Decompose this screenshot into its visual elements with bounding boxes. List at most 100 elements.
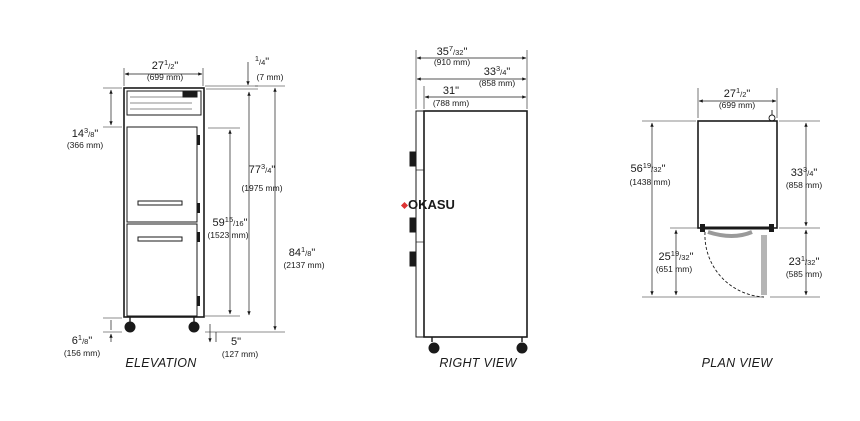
- dim-unit: ": [690, 251, 694, 263]
- dim-elevation-total-height: 841/8" (2137 mm): [283, 245, 324, 270]
- dim-whole: 27: [724, 88, 736, 100]
- dim-unit: ": [463, 46, 467, 58]
- dim-whole: 5: [231, 336, 237, 348]
- dim-den: 4: [809, 169, 813, 178]
- right-view-title: RIGHT VIEW: [439, 356, 517, 370]
- dim-plan-door-swing-right: 231/32" (585 mm): [786, 254, 823, 279]
- svg-text:333/4": 333/4": [484, 64, 511, 78]
- dim-unit: ": [174, 60, 178, 72]
- dim-whole: 84: [289, 247, 301, 259]
- svg-text:1/4": 1/4": [255, 54, 269, 68]
- dim-elevation-body-height: 773/4" (1975 mm): [241, 162, 282, 193]
- dim-unit: ": [88, 335, 92, 347]
- dim-den: 32: [807, 258, 815, 267]
- dim-unit: ": [662, 163, 666, 175]
- dim-num: 1: [801, 254, 805, 263]
- svg-text:333/4": 333/4": [791, 165, 818, 179]
- right-caster-right: [516, 342, 528, 354]
- right-view: [409, 50, 528, 354]
- dim-whole: 77: [249, 164, 261, 176]
- dim-num: 1: [736, 86, 740, 95]
- svg-text:(1438 mm): (1438 mm): [629, 177, 670, 187]
- svg-text:143/8": 143/8": [72, 126, 99, 140]
- dim-right-body-depth: 333/4" (858 mm): [479, 64, 516, 88]
- svg-text:(910 mm): (910 mm): [434, 57, 471, 67]
- dim-elevation-base-offset: 5" (127 mm): [222, 336, 259, 359]
- elevation-view: [103, 62, 285, 343]
- dim-den: 4: [267, 166, 271, 175]
- dim-unit: ": [815, 256, 819, 268]
- dim-whole: 33: [484, 66, 496, 78]
- dim-num: 3: [261, 162, 265, 171]
- svg-text:357/32": 357/32": [437, 44, 468, 58]
- dim-whole: 23: [789, 256, 801, 268]
- watermark-logo: OKASU: [400, 197, 455, 212]
- svg-text:(858 mm): (858 mm): [479, 78, 516, 88]
- dim-den: 8: [84, 337, 88, 346]
- svg-text:61/8": 61/8": [72, 333, 93, 347]
- plan-view: [642, 88, 820, 298]
- dim-plan-overall-depth: 5619/32" (1438 mm): [629, 161, 670, 187]
- dim-num: 1: [301, 245, 305, 254]
- svg-text:5": 5": [231, 336, 241, 348]
- dim-whole: 27: [152, 60, 164, 72]
- dim-elevation-interior-height: 5915/16" (1523 mm): [207, 215, 248, 240]
- dim-whole: 35: [437, 46, 449, 58]
- dim-unit: ": [506, 66, 510, 78]
- dim-unit: ": [271, 164, 275, 176]
- dim-plan-door-swing-left: 2519/32" (651 mm): [656, 249, 694, 274]
- dim-den: 32: [681, 253, 689, 262]
- right-door-edge: [415, 110, 425, 338]
- dim-den: 32: [455, 48, 463, 57]
- svg-text:(1523 mm): (1523 mm): [207, 230, 248, 240]
- svg-text:(858 mm): (858 mm): [786, 180, 823, 190]
- svg-text:271/2": 271/2": [152, 58, 179, 72]
- dim-elevation-top-gap: 1/4" (7 mm): [255, 54, 284, 82]
- dim-den: 4: [502, 68, 506, 77]
- dim-den: 8: [307, 249, 311, 258]
- elevation-top-panel: [126, 90, 202, 116]
- svg-text:(651 mm): (651 mm): [656, 264, 693, 274]
- svg-text:(366 mm): (366 mm): [67, 140, 104, 150]
- dim-den: 2: [170, 62, 174, 71]
- svg-text:5619/32": 5619/32": [631, 161, 666, 175]
- dim-unit: ": [237, 336, 241, 348]
- dim-right-overall-depth: 357/32" (910 mm): [434, 44, 471, 67]
- svg-text:(1975 mm): (1975 mm): [241, 183, 282, 193]
- dim-elevation-width: 271/2" (699 mm): [147, 58, 184, 82]
- dim-unit: ": [813, 167, 817, 179]
- dim-num: 1: [78, 333, 82, 342]
- elevation-title: ELEVATION: [125, 356, 197, 370]
- dim-unit: ": [455, 85, 459, 97]
- dim-num: 1: [255, 54, 259, 63]
- dim-whole: 59: [213, 217, 225, 229]
- dim-unit: ": [311, 247, 315, 259]
- elevation-caster-right: [188, 321, 200, 333]
- dim-unit: ": [265, 56, 269, 68]
- svg-text:(585 mm): (585 mm): [786, 269, 823, 279]
- elevation-cabinet: [123, 87, 205, 318]
- svg-text:(7 mm): (7 mm): [257, 72, 284, 82]
- right-handle-lower: [409, 251, 417, 267]
- svg-text:841/8": 841/8": [289, 245, 316, 259]
- svg-text:773/4": 773/4": [249, 162, 276, 176]
- elevation-handle-upper: [137, 200, 183, 206]
- right-handle-mid: [409, 217, 417, 233]
- svg-text:(127 mm): (127 mm): [222, 349, 259, 359]
- dim-plan-width: 271/2" (699 mm): [719, 86, 756, 110]
- dim-whole: 6: [72, 335, 78, 347]
- plan-door-swing: [704, 231, 765, 298]
- dim-den: 8: [90, 130, 94, 139]
- elevation-handle-lower: [137, 236, 183, 242]
- svg-text:231/32": 231/32": [789, 254, 820, 268]
- svg-text:271/2": 271/2": [724, 86, 751, 100]
- dim-elevation-caster: 61/8" (156 mm): [64, 333, 101, 358]
- right-caster-left: [428, 342, 440, 354]
- dim-unit: ": [746, 88, 750, 100]
- dim-num: 3: [803, 165, 807, 174]
- right-cabinet: [423, 110, 528, 338]
- dim-elevation-door-upper: 143/8" (366 mm): [67, 126, 104, 150]
- right-handle-upper: [409, 151, 417, 167]
- dim-num: 7: [449, 44, 453, 53]
